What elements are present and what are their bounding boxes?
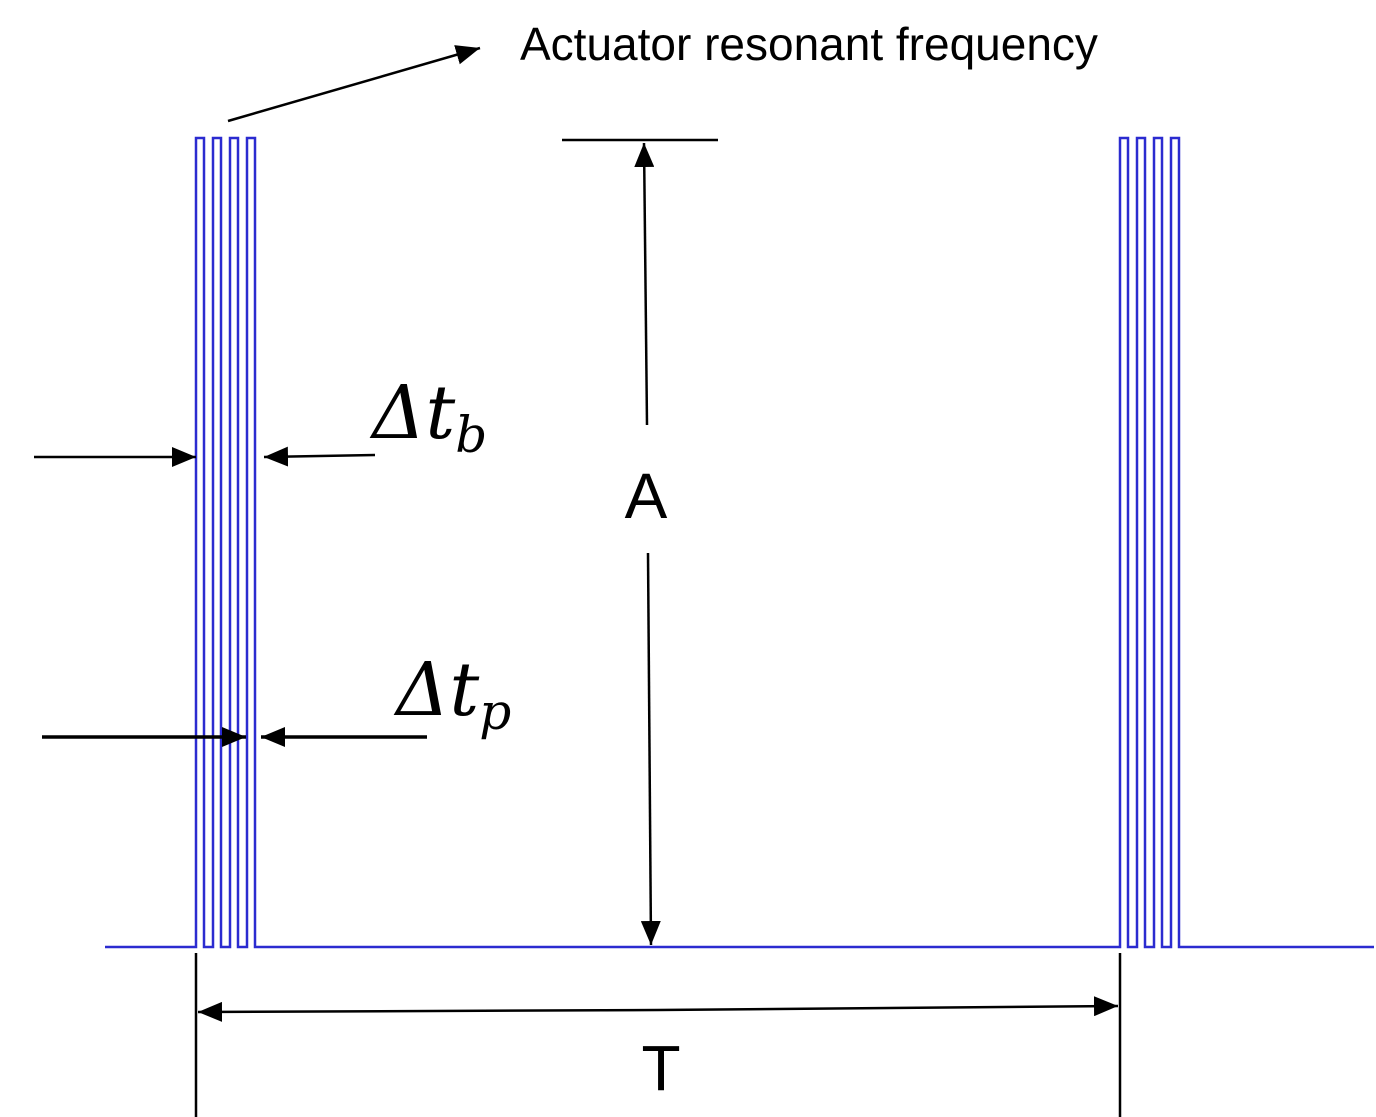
burst-width-subscript: b	[455, 406, 487, 464]
pulse-width-subscript: p	[479, 683, 511, 741]
period-arrow-right	[657, 996, 1119, 1017]
amplitude-arrow-up	[634, 142, 655, 426]
burst-width-label: Δtb	[369, 370, 487, 464]
amplitude-label: A	[625, 460, 668, 532]
pulse-width-symbol: Δt	[393, 647, 479, 733]
pulse-train-waveform	[105, 136, 1374, 949]
burst-width-arrow-right	[263, 446, 376, 467]
period-arrow-left	[197, 1001, 659, 1022]
amplitude-arrow-down	[640, 552, 661, 946]
resonant-frequency-label: Actuator resonant frequency	[520, 18, 1098, 70]
period-label: T	[641, 1032, 680, 1104]
pulse-width-label: Δtp	[393, 647, 511, 741]
resonant-frequency-arrow	[227, 45, 481, 123]
pulse-train-signal	[105, 136, 1374, 949]
burst-width-symbol: Δt	[369, 370, 455, 456]
